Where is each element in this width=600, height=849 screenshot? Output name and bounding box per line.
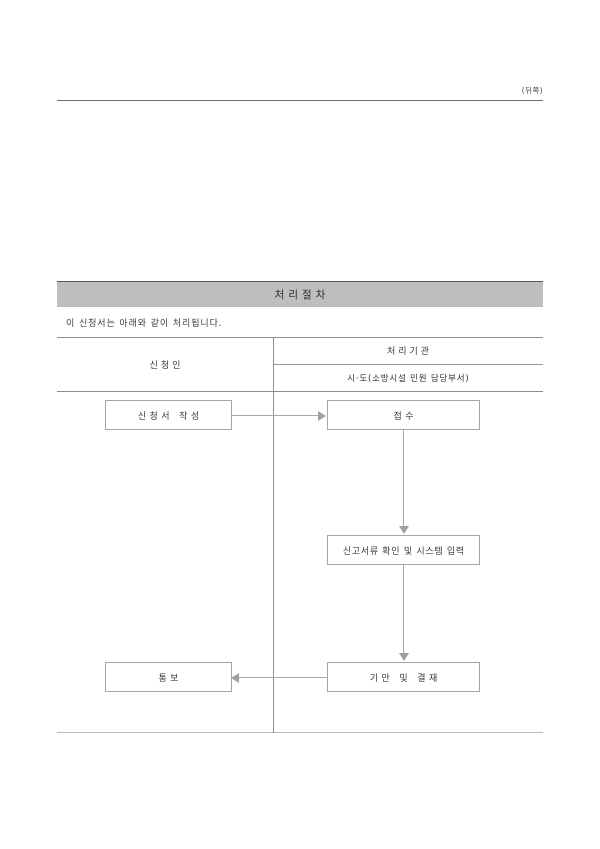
column-header-agency-department-label: 시·도(소방시설 민원 담당부서) <box>347 373 470 384</box>
column-header-applicant-label: 신청인 <box>149 360 184 371</box>
page-side-marker: (뒤쪽) <box>521 86 543 95</box>
column-header-agency: 처리기관 <box>273 337 543 364</box>
table-border-header-bottom <box>57 391 543 392</box>
connector-verify-to-draft <box>403 565 404 655</box>
section-header-bar: 처리절차 <box>57 281 543 307</box>
connector-draft-to-notify <box>239 677 327 678</box>
header-divider-rule <box>57 100 543 101</box>
column-header-applicant: 신청인 <box>57 337 273 391</box>
connector-apply-to-accept <box>232 415 320 416</box>
table-border-bottom <box>57 732 543 733</box>
arrowhead-down-icon <box>398 653 409 661</box>
column-header-agency-label: 처리기관 <box>386 347 433 357</box>
flow-step-notify: 통보 <box>105 662 232 692</box>
flow-step-draft: 기안 및 결재 <box>327 662 480 692</box>
section-intro-text: 이 신청서는 아래와 같이 처리됩니다. <box>66 319 223 329</box>
section-title: 처리절차 <box>274 289 330 301</box>
flow-step-apply: 신청서 작성 <box>105 400 232 430</box>
procedure-table: 신청인 처리기관 시·도(소방시설 민원 담당부서) 신청서 작성 접수 신고서… <box>57 337 543 733</box>
table-border-top <box>57 337 543 338</box>
arrowhead-right-icon <box>318 410 326 421</box>
arrowhead-down-icon <box>398 526 409 534</box>
table-border-agency-split <box>273 364 543 365</box>
flow-step-accept: 접수 <box>327 400 480 430</box>
connector-accept-to-verify <box>403 430 404 528</box>
table-column-divider <box>273 337 274 733</box>
column-header-agency-department: 시·도(소방시설 민원 담당부서) <box>273 364 543 391</box>
flow-step-verify: 신고서류 확인 및 시스템 입력 <box>327 535 480 565</box>
arrowhead-left-icon <box>231 672 239 683</box>
